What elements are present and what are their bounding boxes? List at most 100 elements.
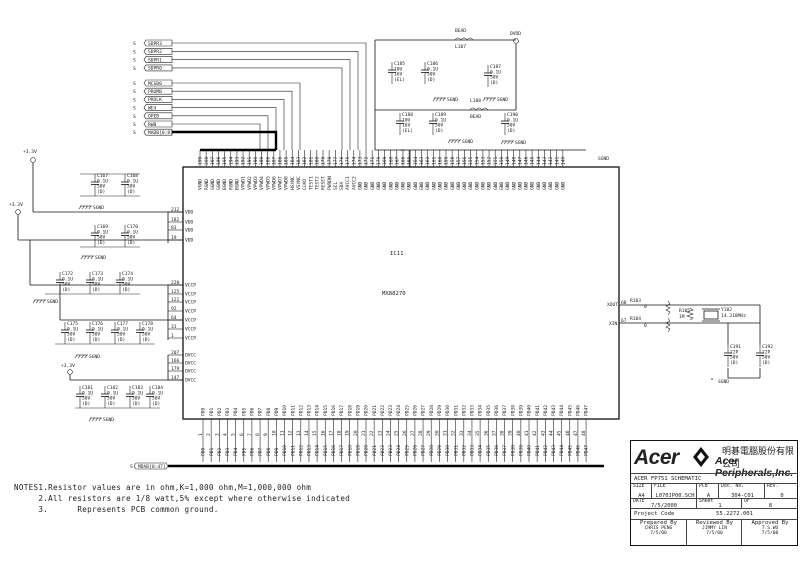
pin-name: PD21 [372, 405, 378, 416]
pin-name: PWRDN [327, 176, 333, 190]
pin-number: 12 [288, 430, 294, 436]
net-name: PD12 [298, 445, 304, 456]
pin-number: 125 [171, 289, 180, 295]
pin-name: SDA [339, 181, 345, 190]
svg-text:R103: R103 [630, 298, 641, 304]
net-name: PD36 [494, 445, 500, 456]
cap-value: 50V [507, 123, 516, 129]
pin-name: VCCP [185, 318, 196, 324]
svg-text:+3.3V: +3.3V [23, 149, 37, 155]
pin-name: PD12 [298, 405, 304, 416]
pin-number: 182 [302, 156, 308, 165]
pin-name: GND [382, 181, 388, 190]
gnd-label: SGND [103, 417, 114, 423]
pin-name: PD23 [388, 405, 394, 416]
cap-value: 0.1U [92, 327, 103, 333]
pin-number: 170 [376, 156, 382, 165]
net-name: PD27 [421, 445, 427, 456]
brand-name: Acer [634, 446, 679, 469]
pin-number: 191 [247, 156, 253, 165]
cap-ref: C184 [152, 385, 163, 391]
pin-name: PD37 [502, 405, 508, 416]
pin-name: PD33 [470, 405, 476, 416]
pin-name: GND [499, 181, 505, 190]
net-name: PD2 [217, 447, 223, 456]
pin-number: 30 [434, 430, 440, 436]
ground-symbol: SGND [432, 97, 458, 103]
pin-name: VPWD6 [271, 176, 277, 190]
cap-ref: C168 [127, 173, 138, 179]
ic-bottom-pins: PD0PD01PD1PD12PD2PD23PD3PD34PD4PD45PD5PD… [198, 405, 590, 462]
cap-value: (D) [730, 360, 738, 366]
signal-name: SDPR0 [148, 66, 162, 72]
ground-symbol: SGND [500, 140, 526, 146]
note-3: 3. Represents PCB common ground. [38, 505, 219, 514]
pin-name: VCCP [185, 300, 196, 306]
cap-ref: C174 [122, 271, 133, 277]
pin-number: 179 [321, 156, 327, 165]
cap-ref: C178 [142, 321, 153, 327]
pin-name: PD18 [347, 405, 353, 416]
pin-name: PD43 [551, 405, 557, 416]
cap-value: 50V [97, 235, 106, 241]
pin-number: 64 [171, 315, 177, 321]
cap-value: 50V [427, 72, 436, 78]
pin-name: GND [425, 181, 431, 190]
cap-value: 50V [97, 184, 106, 190]
pin-name: VCCP [185, 283, 196, 289]
pin-name: PD31 [453, 405, 459, 416]
pin-number: 179 [171, 366, 180, 372]
svg-text:S: S [133, 97, 136, 103]
pin-name: GND [524, 181, 530, 190]
net-name: PD3 [225, 447, 231, 456]
signal-name: MCSB0 [148, 81, 162, 87]
net-name: PD15 [323, 445, 329, 456]
cap-ref: C181 [82, 385, 93, 391]
net-name: PD19 [355, 445, 361, 456]
net-name: PD6 [250, 447, 256, 456]
signal-name: MADB[0:8] [148, 130, 173, 136]
pin-number: 150 [499, 156, 505, 165]
cap-value: (D) [142, 337, 150, 343]
svg-text:R104: R104 [630, 316, 641, 322]
cap-value: 50V [82, 396, 91, 402]
pin-number: 160 [437, 156, 443, 165]
cap-value: 50V [107, 396, 116, 402]
cap-value: 50V [127, 235, 136, 241]
pin-name: GND [511, 181, 517, 190]
cap-ref: C188 [402, 112, 413, 118]
net-name: PD41 [535, 445, 541, 456]
cap-ref: C186 [427, 61, 438, 67]
pin-name: PD5 [241, 407, 247, 416]
svg-text:DVDD: DVDD [510, 31, 521, 37]
signal-name: SDPR1 [148, 57, 162, 63]
cap-ref: C170 [127, 224, 138, 230]
pin-name: PD38 [510, 405, 516, 416]
svg-text:BEAD: BEAD [455, 28, 466, 34]
pin-name: PD29 [437, 405, 443, 416]
pin-name: VPWD2 [247, 176, 253, 190]
pin-name: VDD [185, 220, 194, 226]
pin-number: 182 [171, 217, 180, 223]
cap-value: 50V [132, 396, 141, 402]
pin-name: VCCP [185, 309, 196, 315]
pin-name: GND [450, 181, 456, 190]
pin-name: GND [474, 181, 480, 190]
pin-name: PD28 [429, 405, 435, 416]
pin-number: 46 [565, 430, 571, 436]
pin-number: 156 [462, 156, 468, 165]
svg-text:L108: L108 [470, 98, 481, 104]
svg-text:S: S [133, 130, 136, 136]
cap-value: 50V [117, 332, 126, 338]
